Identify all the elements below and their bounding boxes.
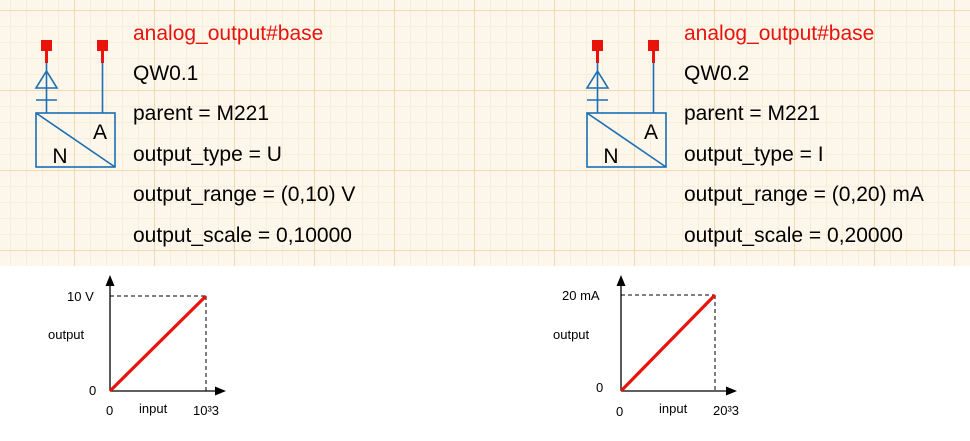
x-axis-label: input <box>659 401 688 416</box>
output-chart-1: 10 V output 0 0 input 10³3 <box>48 275 226 418</box>
block-parent: parent = M221 <box>684 102 821 125</box>
y-tick-top: 20 mA <box>562 288 600 303</box>
converter-letter-a: A <box>93 121 107 144</box>
converter-diagonal <box>586 112 667 168</box>
block-output-type: output_type = U <box>133 143 282 166</box>
x-axis-arrow-icon <box>215 386 226 396</box>
converter-letter-a: A <box>644 121 658 144</box>
x-axis-label: input <box>139 401 168 416</box>
y-axis-arrow-icon <box>616 275 626 286</box>
block-output-range: output_range = (0,20) mA <box>684 183 924 206</box>
pin-terminal-left[interactable] <box>41 40 52 51</box>
block-output-range: output_range = (0,10) V <box>133 183 356 206</box>
output-chart-2: 20 mA output 0 0 input 20³3 <box>553 275 739 419</box>
converter-letter-n: N <box>52 145 67 168</box>
analog-output-symbol-2[interactable]: A N <box>581 36 681 176</box>
pin-terminal-left[interactable] <box>592 40 603 51</box>
block-output-scale: output_scale = 0,20000 <box>684 224 903 247</box>
converter-box <box>35 112 116 168</box>
series-line <box>108 294 208 393</box>
x-axis-arrow-icon <box>726 386 737 396</box>
converter-diagonal <box>35 112 116 168</box>
y-tick-top: 10 V <box>67 289 94 304</box>
pin-terminal-right[interactable] <box>648 40 659 51</box>
x-tick-zero: 0 <box>616 404 623 419</box>
converter-letter-n: N <box>603 145 618 168</box>
block-type-label: analog_output#base <box>684 22 875 45</box>
block-output-scale: output_scale = 0,10000 <box>133 224 352 247</box>
output-arrow-icon <box>585 69 610 89</box>
series-line <box>619 293 717 393</box>
y-axis-label: output <box>553 327 590 342</box>
block-address: QW0.2 <box>684 62 750 85</box>
output-arrow-icon <box>34 69 59 89</box>
pin-terminal-right[interactable] <box>97 40 108 51</box>
x-tick-end: 10³3 <box>193 403 219 418</box>
block-output-type: output_type = I <box>684 143 824 166</box>
x-tick-zero: 0 <box>106 403 113 418</box>
analog-output-symbol-1[interactable]: A N <box>30 36 130 176</box>
block-address: QW0.1 <box>133 62 199 85</box>
y-tick-zero: 0 <box>596 380 603 395</box>
y-axis-arrow-icon <box>105 275 115 286</box>
y-axis-label: output <box>48 327 85 342</box>
block-parent: parent = M221 <box>133 102 270 125</box>
converter-box <box>586 112 667 168</box>
x-tick-end: 20³3 <box>713 403 739 418</box>
schematic-grid-background <box>0 0 970 266</box>
block-type-label: analog_output#base <box>133 22 324 45</box>
y-tick-zero: 0 <box>89 383 96 398</box>
